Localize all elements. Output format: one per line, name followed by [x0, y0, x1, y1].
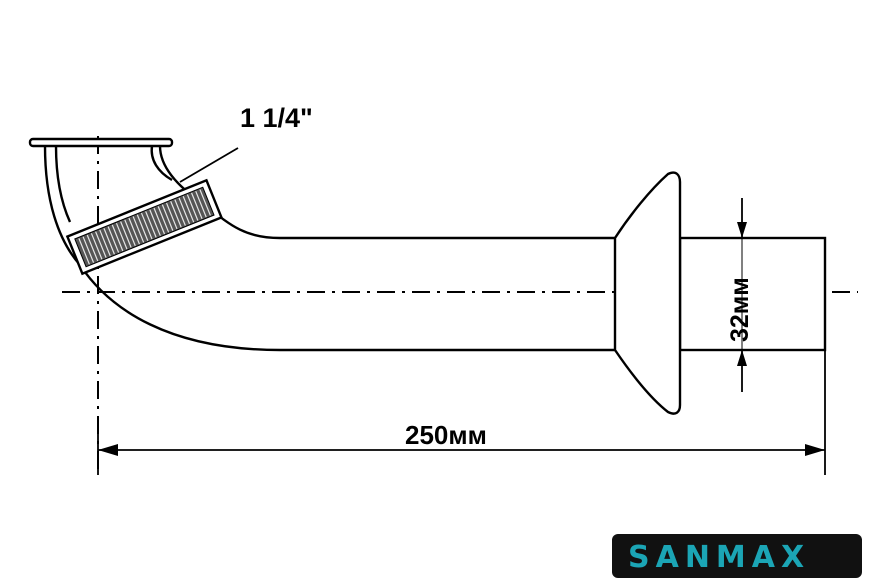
knurl-line	[95, 231, 107, 258]
top-flange	[28, 137, 174, 148]
knurl-line	[128, 217, 141, 245]
knurl-line	[174, 199, 186, 226]
knurl-line	[195, 190, 207, 218]
knurl-line	[78, 238, 90, 265]
knurl-line	[124, 219, 136, 247]
cone-rosette	[613, 171, 682, 415]
union-nut	[65, 178, 224, 276]
thread-leader	[179, 147, 239, 183]
knurl-line	[178, 197, 191, 225]
center-lines	[62, 136, 858, 475]
length-dimension	[97, 350, 826, 475]
knurl-line	[199, 189, 211, 216]
length-label: 250мм	[405, 420, 487, 450]
knurl-line	[165, 202, 178, 230]
knurl-line	[157, 206, 170, 233]
knurl-line	[107, 226, 120, 253]
knurl-line	[170, 201, 182, 228]
knurl-line	[140, 212, 153, 240]
knurl-line	[99, 229, 111, 257]
diameter-label: 32мм	[726, 277, 754, 342]
knurl-line	[136, 214, 149, 241]
knurl-line	[86, 234, 99, 262]
knurl-line	[191, 192, 203, 220]
knurl-line	[115, 222, 128, 250]
thread-size-label: 1 1/4"	[240, 103, 313, 133]
knurl-line	[120, 221, 132, 248]
knurl-line	[153, 207, 166, 235]
knurl-line	[103, 228, 115, 255]
knurl-line	[90, 233, 103, 260]
knurl-line	[145, 211, 157, 238]
knurl-line	[161, 204, 174, 231]
logo-background	[612, 534, 862, 578]
knurl-line	[186, 194, 199, 221]
knurl-line	[82, 236, 95, 263]
knurl-line	[149, 209, 161, 236]
diameter-dimension	[737, 198, 747, 392]
knurl-line	[111, 224, 124, 252]
logo-text: SANMAX	[628, 540, 810, 575]
brand-logo: SANMAX	[612, 534, 862, 578]
knurl-line	[132, 216, 145, 243]
pipe-body	[43, 145, 827, 352]
knurl-line	[182, 196, 195, 223]
